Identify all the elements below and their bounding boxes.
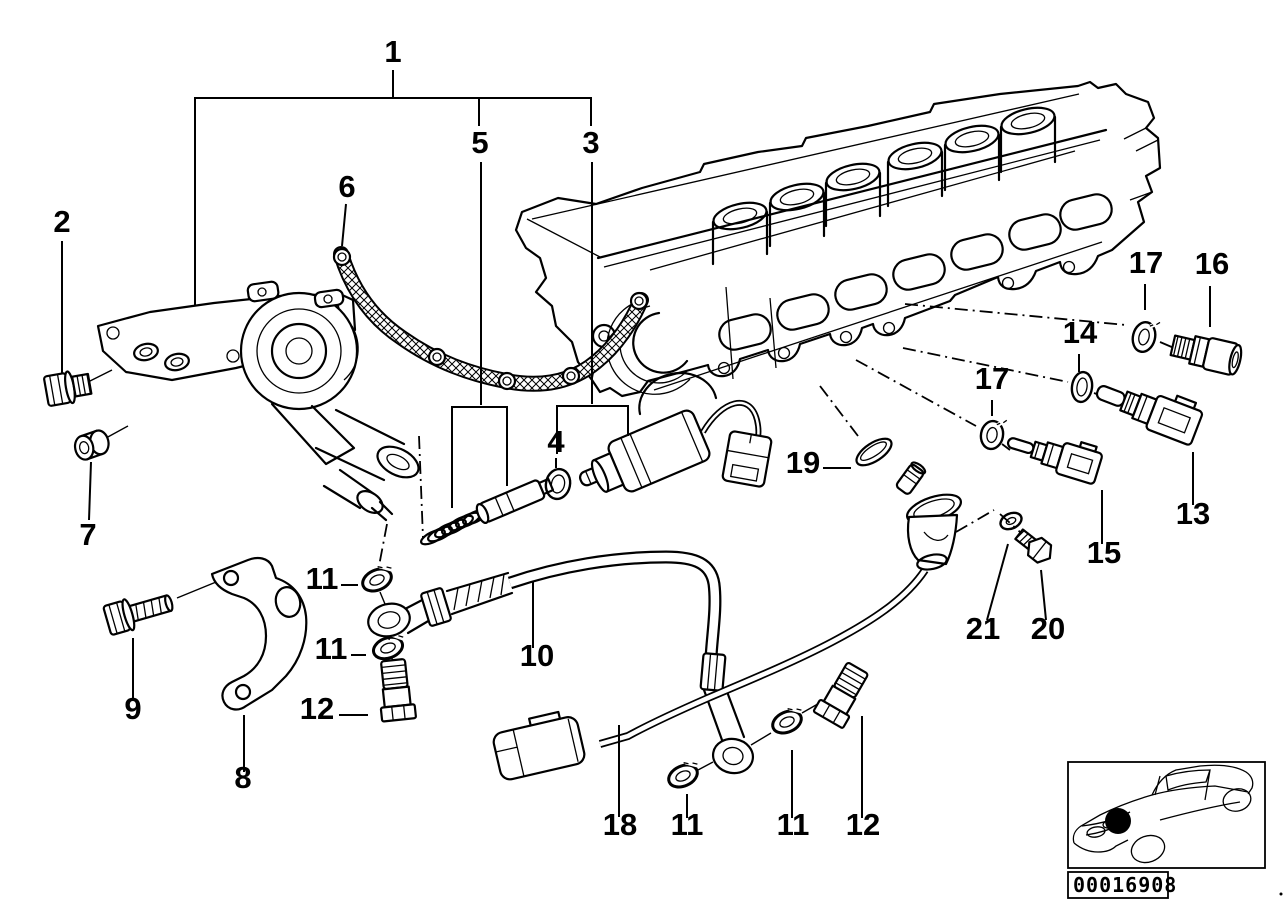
part-location-dot bbox=[1105, 808, 1131, 834]
part-screw-plug bbox=[43, 370, 93, 407]
part-number: 00016908 bbox=[1073, 873, 1177, 897]
callout-17a: 17 bbox=[1129, 245, 1163, 280]
part-washer-17a bbox=[1131, 320, 1161, 353]
callout-13: 13 bbox=[1176, 496, 1210, 531]
callout-1: 1 bbox=[384, 34, 401, 69]
callout-12b: 12 bbox=[846, 807, 880, 842]
part-sealing-washer-11c bbox=[667, 759, 699, 789]
callout-11b: 11 bbox=[315, 631, 348, 666]
callout-11a: 11 bbox=[306, 561, 339, 596]
part-banjo-bolt-12b bbox=[812, 662, 869, 729]
callout-8: 8 bbox=[234, 760, 251, 795]
part-temp-sensor-15 bbox=[1006, 437, 1103, 485]
callout-9: 9 bbox=[124, 691, 141, 726]
part-sealing-washer-11d bbox=[771, 705, 803, 735]
part-oring-4 bbox=[544, 467, 572, 501]
callout-leader-lines bbox=[61, 203, 1211, 818]
part-temp-sensor-13 bbox=[1095, 385, 1204, 446]
callout-18: 18 bbox=[603, 807, 637, 842]
vanos-pump-assembly bbox=[96, 280, 420, 522]
bmw-coupe-icon bbox=[1072, 764, 1254, 864]
timing-case-gasket bbox=[332, 246, 649, 392]
head-valve-towers bbox=[711, 106, 1057, 266]
callout-11c: 11 bbox=[671, 807, 704, 842]
callout-14: 14 bbox=[1063, 315, 1098, 350]
callout-20: 20 bbox=[1031, 611, 1065, 646]
callout-10: 10 bbox=[520, 638, 554, 673]
callout-4: 4 bbox=[547, 424, 565, 459]
pump-outlet bbox=[314, 408, 420, 522]
location-dash-lines bbox=[378, 303, 1175, 567]
part-oring-19 bbox=[855, 437, 893, 467]
head-side-ports bbox=[718, 193, 1113, 351]
callout-16: 16 bbox=[1195, 246, 1229, 281]
part-banjo-bolt-12a bbox=[379, 658, 417, 723]
callout-17b: 17 bbox=[975, 361, 1009, 396]
part-nut bbox=[73, 429, 110, 461]
part-number-box bbox=[1067, 871, 1169, 899]
part-solenoid-valve bbox=[578, 399, 773, 493]
part-bolt-20 bbox=[1014, 528, 1053, 564]
callout-12a: 12 bbox=[300, 691, 334, 726]
car-location-inset: 00016908 bbox=[1067, 761, 1266, 899]
callout-2: 2 bbox=[53, 204, 70, 239]
callout-brackets bbox=[194, 70, 629, 508]
callout-15: 15 bbox=[1087, 535, 1121, 570]
callout-6: 6 bbox=[338, 169, 355, 204]
callout-3: 3 bbox=[582, 125, 599, 160]
part-oil-hose bbox=[367, 550, 755, 775]
part-hex-bolt bbox=[102, 594, 174, 636]
cable-plug-connector bbox=[492, 710, 586, 781]
part-washer-21 bbox=[999, 511, 1023, 531]
part-valve-piston bbox=[475, 477, 555, 524]
part-sealing-washer-11a bbox=[361, 563, 393, 593]
solenoid-plug-connector bbox=[721, 430, 773, 488]
part-washer-17b bbox=[979, 418, 1008, 451]
gasket-eyelets bbox=[332, 247, 649, 391]
part-sensor-16 bbox=[1169, 334, 1243, 376]
cylinder-head-drawing bbox=[514, 80, 1162, 416]
page-corner-dot bbox=[1279, 892, 1283, 896]
callout-5: 5 bbox=[471, 125, 488, 160]
callout-11d: 11 bbox=[777, 807, 810, 842]
part-sensor-cable bbox=[492, 461, 962, 781]
callout-19: 19 bbox=[786, 445, 820, 480]
callout-21: 21 bbox=[966, 611, 1000, 646]
head-tab-holes bbox=[717, 260, 1076, 375]
callout-7: 7 bbox=[79, 517, 96, 552]
part-support-bracket bbox=[210, 556, 308, 711]
part-oring-14 bbox=[1070, 370, 1094, 404]
